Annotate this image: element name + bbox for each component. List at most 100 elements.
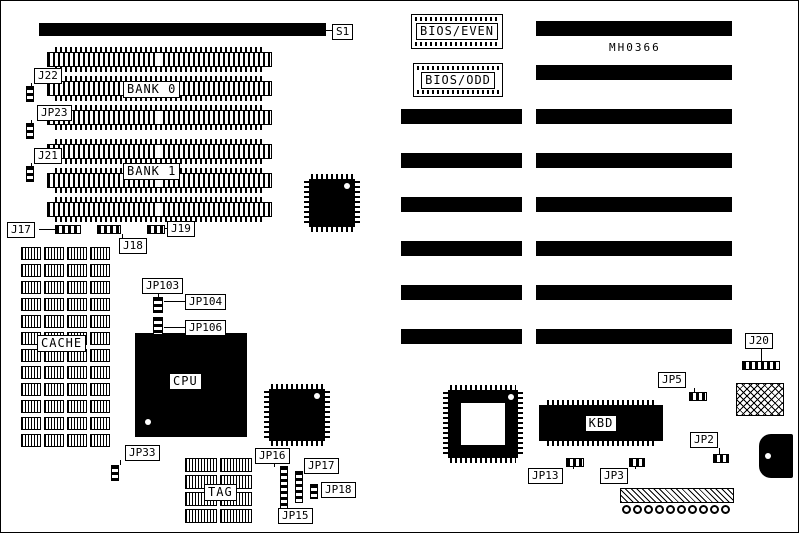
sram-chip <box>44 264 64 277</box>
sram-chip <box>90 264 110 277</box>
jp33-jumper <box>111 465 119 481</box>
connector-pin <box>677 505 686 514</box>
isa-slot-long <box>536 21 732 36</box>
isa-slot-short <box>401 241 522 256</box>
j18-label: J18 <box>119 238 147 254</box>
j18-jumper <box>97 225 121 234</box>
jp13-callout-line <box>573 467 574 469</box>
cpu-chip: CPU <box>135 333 247 437</box>
sram-chip <box>44 417 64 430</box>
sram-chip <box>21 434 41 447</box>
jp13-label: JP13 <box>528 468 563 484</box>
sram-chip <box>67 264 87 277</box>
sram-chip <box>90 281 110 294</box>
chip-pins <box>547 441 655 446</box>
jp3-jumper <box>629 458 645 467</box>
jp2-label: JP2 <box>690 432 718 448</box>
jp103-jumper <box>153 297 163 313</box>
tag-chip <box>220 509 252 523</box>
chip-body: KBD <box>539 405 663 441</box>
sram-chip <box>21 281 41 294</box>
s1-label: S1 <box>332 24 354 40</box>
sram-chip <box>90 434 110 447</box>
tag-chip <box>185 509 217 523</box>
sram-chip <box>44 383 64 396</box>
pin1-dot <box>508 394 514 400</box>
socket-body <box>47 110 272 125</box>
bank0-label: BANK 0 <box>123 81 181 98</box>
din-pin-dot <box>765 453 771 459</box>
jp18-label: JP18 <box>321 482 356 498</box>
sram-chip <box>67 281 87 294</box>
socket-pins <box>55 76 264 81</box>
jp2-jumper <box>713 454 729 463</box>
sram-chip <box>44 281 64 294</box>
chip-pins <box>325 391 330 439</box>
sram-chip <box>90 400 110 413</box>
connector-pin <box>622 505 631 514</box>
j19-callout-line <box>165 228 168 229</box>
chip-pins <box>271 384 323 389</box>
jp103-label: JP103 <box>142 278 184 294</box>
socket-pins <box>55 125 264 130</box>
connector-pin <box>633 505 642 514</box>
j22-callout-line <box>31 83 32 86</box>
isa-slot-short <box>401 329 522 344</box>
connector-pin <box>710 505 719 514</box>
slot-s1 <box>39 23 326 36</box>
jp104-callout-line <box>164 301 185 302</box>
jp104-label: JP104 <box>185 294 227 310</box>
sram-chip <box>44 315 64 328</box>
j21-callout-line <box>31 163 32 166</box>
jp103-callout-line <box>158 293 159 297</box>
sram-chip <box>90 332 110 345</box>
sram-chip <box>67 383 87 396</box>
isa-slot-long <box>536 109 732 124</box>
simm-socket <box>47 139 272 164</box>
sram-chip <box>90 349 110 362</box>
jp5-callout-line <box>694 388 695 393</box>
isa-slot-short <box>401 197 522 212</box>
j22-label: J22 <box>34 68 62 84</box>
plcc-chip <box>443 385 523 463</box>
sram-chip <box>90 298 110 311</box>
isa-slot-short <box>401 153 522 168</box>
sram-chip <box>21 298 41 311</box>
connector-header-strip <box>620 488 734 503</box>
hatched-connector-pad <box>736 383 784 416</box>
isa-slot-long <box>536 241 732 256</box>
sram-chip <box>67 400 87 413</box>
sram-chip <box>44 400 64 413</box>
keyboard-controller-chip: KBD <box>539 400 663 446</box>
jp106-callout-line <box>164 327 185 328</box>
chip-pins <box>311 174 353 179</box>
chip-pins <box>443 392 448 456</box>
socket-body <box>47 144 272 159</box>
connector-pin <box>666 505 675 514</box>
connector-pin <box>644 505 653 514</box>
j20-label: J20 <box>745 333 773 349</box>
tag-label: TAG <box>204 484 237 501</box>
jp2-callout-line <box>719 448 720 454</box>
tag-chip <box>220 458 252 472</box>
socket-pins <box>55 105 264 110</box>
chip-pins <box>304 181 309 225</box>
s1-callout-line <box>320 30 333 31</box>
sram-chip <box>90 247 110 260</box>
jp106-label: JP106 <box>185 320 227 336</box>
pin1-dot <box>145 419 151 425</box>
sram-chip <box>90 315 110 328</box>
jp18-jumper <box>310 484 318 499</box>
isa-slot-long <box>536 65 732 80</box>
pin1-dot <box>344 183 350 189</box>
jp3-label: JP3 <box>600 468 628 484</box>
sram-chip <box>90 417 110 430</box>
jp33-label: JP33 <box>125 445 160 461</box>
chip-pins <box>355 181 360 225</box>
sram-chip <box>90 366 110 379</box>
sram-chip <box>21 315 41 328</box>
jp5-label: JP5 <box>658 372 686 388</box>
keyboard-din-connector <box>759 434 793 478</box>
chip-pins <box>450 458 516 463</box>
isa-slot-short <box>401 285 522 300</box>
